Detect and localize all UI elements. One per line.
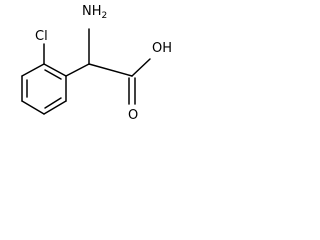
benzene-ring	[21, 63, 67, 115]
amine-label-main: NH	[82, 4, 102, 19]
ring-bond	[43, 100, 67, 115]
carbonyl-oxygen-label: O	[128, 108, 138, 123]
ring-bond	[21, 100, 45, 115]
ring-bond	[43, 63, 67, 77]
chemical-structure: Cl NH2 OH O	[21, 4, 172, 123]
c-oh-bond	[131, 58, 151, 77]
alpha-carboxyl-bond	[88, 63, 133, 77]
ring-double-bond	[44, 97, 62, 109]
ring-double-bond	[44, 69, 62, 80]
ring-bond	[21, 63, 45, 77]
hydroxyl-label: OH	[152, 41, 172, 56]
chlorine-label: Cl	[35, 29, 48, 44]
amine-label: NH2	[82, 4, 107, 21]
amine-label-subscript: 2	[102, 11, 108, 21]
ring-alpha-carbon-bond	[65, 63, 90, 77]
